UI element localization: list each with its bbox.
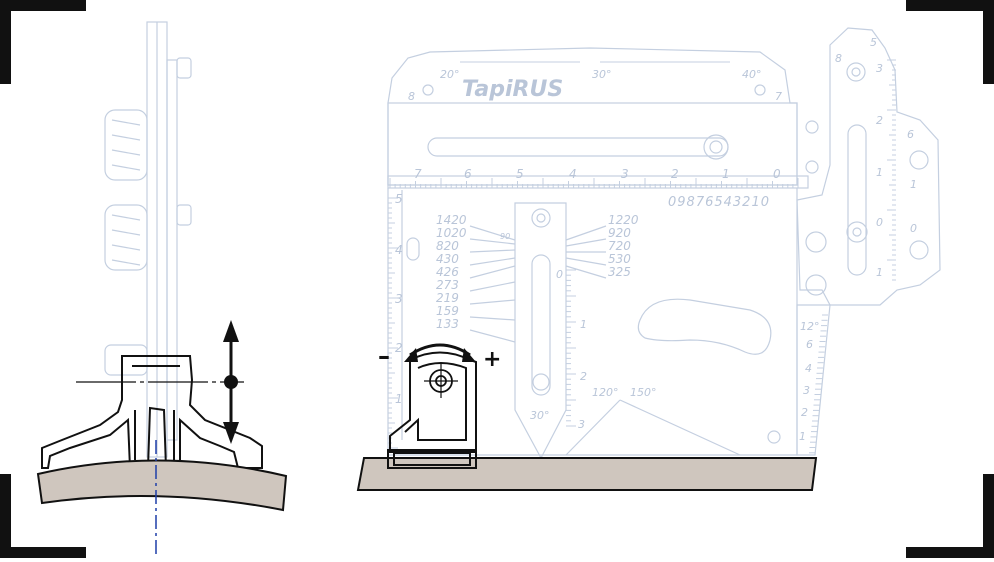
slide-slot: [427, 137, 729, 157]
main-num-3: 3: [621, 167, 629, 181]
side-view: [36, 21, 288, 556]
knob-top: [104, 57, 192, 181]
right-table-1: 920: [608, 226, 631, 240]
angle-scale-1: 1: [799, 430, 806, 443]
pivot-point: [224, 375, 238, 389]
curved-workpiece: [36, 459, 288, 512]
angle-scale-3: 3: [803, 384, 810, 397]
corner-8: 8: [408, 90, 415, 103]
angle-20: 20°: [440, 68, 460, 81]
side-plate-ticks: [887, 59, 896, 281]
foot-bracket: [41, 355, 263, 469]
side-num-3: 3: [876, 62, 883, 75]
right-table-4: 325: [608, 265, 631, 279]
bracket-tl-h: [0, 0, 86, 11]
side-num-0: 0: [876, 216, 883, 229]
main-num-4: 4: [569, 167, 577, 181]
left-table-5: 273: [436, 278, 459, 292]
center-scale-ticks: [566, 269, 576, 427]
main-num-7: 7: [414, 167, 422, 181]
angle-scale-ticks: [809, 314, 828, 454]
left-radius-table: 1420 1020 820 430 426 273 219 159 133 90: [436, 213, 516, 343]
plus-sign: +: [483, 347, 501, 372]
vertical-adjust-arrow: [223, 320, 239, 444]
bracket-tr-h: [906, 0, 994, 11]
bracket-tr-v: [983, 0, 994, 84]
bracket-tl-v: [0, 0, 11, 84]
flat-workpiece: [356, 457, 818, 491]
left-table-8: 133: [436, 317, 459, 331]
left-table-1: 1020: [436, 226, 467, 240]
brand-logo: TapiRUS: [462, 77, 563, 102]
side-plate-faint: [104, 21, 192, 458]
left-num-1: 1: [395, 392, 403, 406]
center-num-0: 0: [556, 268, 563, 281]
side-num-8: 8: [835, 52, 842, 65]
side-right-0: 0: [910, 222, 917, 235]
angle-40: 40°: [742, 68, 762, 81]
angle-scale-4: 4: [805, 362, 812, 375]
center-num-1: 1: [580, 318, 587, 331]
left-num-5: 5: [395, 192, 403, 206]
minus-sign: –: [378, 342, 390, 370]
adjustable-foot: [387, 343, 477, 469]
main-ruler-ticks: [389, 178, 799, 188]
knob-middle: [104, 204, 192, 271]
right-table-0: 1220: [608, 213, 639, 227]
side-right-1: 1: [910, 178, 917, 191]
angle-30-bottom: 30°: [530, 409, 550, 422]
side-num-5: 5: [870, 36, 877, 49]
template-faint: 20° 30° 40° 8 7 TapiRUS 7 6 5 4 3 2 1 0 …: [387, 27, 941, 460]
side-num-2: 2: [876, 114, 883, 127]
main-num-0: 0: [773, 167, 781, 181]
angle-120: 120°: [592, 386, 619, 399]
left-table-3: 430: [436, 252, 459, 266]
angle-30: 30°: [592, 68, 612, 81]
right-table-3: 530: [608, 252, 631, 266]
digit-strip: 09876543210: [668, 195, 770, 210]
bracket-bl-v: [0, 474, 11, 558]
side-num-1a: 1: [876, 166, 883, 179]
left-table-7: 159: [436, 304, 459, 318]
left-table-2: 820: [436, 239, 459, 253]
main-num-6: 6: [464, 167, 472, 181]
left-num-2: 2: [395, 341, 403, 355]
right-radius-table: 1220 920 720 530 325: [565, 213, 639, 279]
left-table-0: 1420: [436, 213, 467, 227]
left-table-4: 426: [436, 265, 459, 279]
side-plate: [796, 27, 941, 306]
main-num-2: 2: [671, 167, 679, 181]
center-num-3: 3: [578, 418, 585, 431]
main-num-5: 5: [516, 167, 524, 181]
bracket-bl-h: [0, 547, 86, 558]
center-num-2: 2: [580, 370, 587, 383]
bracket-br-v: [983, 474, 994, 558]
knob-lower: [104, 344, 148, 376]
left-scale-ticks: [388, 197, 398, 449]
center-mark: 90: [500, 232, 510, 241]
main-num-1: 1: [722, 167, 730, 181]
center-pointer: [514, 202, 567, 460]
kidney-cutout: [637, 298, 772, 355]
angle-scale-2: 2: [801, 406, 808, 419]
left-num-4: 4: [395, 243, 403, 257]
bracket-br-h: [906, 547, 994, 558]
side-num-1b: 1: [876, 266, 883, 279]
right-table-2: 720: [608, 239, 631, 253]
angle-150: 150°: [630, 386, 657, 399]
angle-scale-12: 12°: [800, 320, 820, 333]
left-table-6: 219: [436, 291, 459, 305]
left-num-3: 3: [395, 292, 403, 306]
angle-scale-6: 6: [806, 338, 813, 351]
side-right-6: 6: [907, 128, 914, 141]
corner-7: 7: [775, 90, 782, 103]
